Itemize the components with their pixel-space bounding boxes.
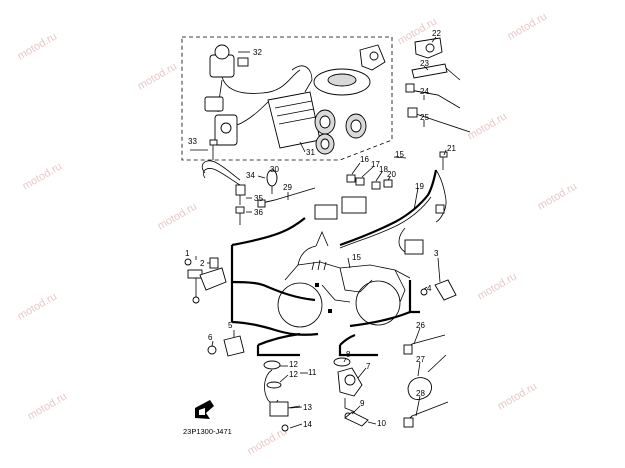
group-box-ignition-set [181, 36, 393, 161]
callout-34: 34 [246, 171, 255, 180]
immobilizer-part [313, 44, 386, 96]
callout-36: 36 [254, 208, 263, 217]
band-25-part [407, 107, 471, 133]
watermark: motod.ru [536, 180, 580, 212]
callout-14: 14 [303, 420, 312, 429]
clamp-22-part [414, 37, 443, 59]
lead-wire-34-part [201, 160, 278, 194]
callout-23: 23 [420, 59, 429, 68]
callout-17: 17 [371, 160, 380, 169]
callout-3: 3 [434, 249, 439, 258]
leader-lines [190, 36, 447, 429]
callout-24: 24 [420, 87, 429, 96]
callout-6: 6 [208, 333, 213, 342]
callout-8: 8 [346, 350, 351, 359]
bolt-36-part [235, 206, 245, 225]
watermark: motod.ru [476, 270, 520, 302]
harness-point [315, 283, 319, 287]
watermark: motod.ru [156, 200, 200, 232]
sensor-11-14-part [263, 360, 301, 432]
watermark: motod.ru [26, 390, 70, 422]
key-set-part [204, 96, 271, 146]
connector-parts [346, 174, 393, 190]
callout-18: 18 [379, 165, 388, 174]
callout-10: 10 [377, 419, 386, 428]
callout-22: 22 [432, 29, 441, 38]
callout-labels: 1 2 3 4 5 6 7 8 9 10 11 12 12 13 14 15 1… [185, 29, 456, 429]
callout-32: 32 [253, 48, 262, 57]
fuse-35-part [235, 184, 246, 205]
callout-35: 35 [254, 194, 263, 203]
callout-7: 7 [366, 362, 371, 371]
watermark: motod.ru [496, 380, 540, 412]
harness-point [328, 309, 332, 313]
watermark: motod.ru [16, 30, 60, 62]
callout-9: 9 [360, 399, 365, 408]
callout-21: 21 [447, 144, 456, 153]
diagram-code: 23P1300-J471 [183, 427, 232, 436]
watermark: motod.ru [506, 10, 550, 42]
bracket-lines [230, 217, 420, 357]
band-29-part [257, 187, 316, 208]
band-28-part [403, 401, 449, 428]
callout-5: 5 [228, 321, 233, 330]
callout-15a: 15 [395, 150, 404, 159]
main-switch-part [209, 44, 301, 113]
sensor-7-10-part [333, 357, 369, 427]
band-24-part [405, 83, 461, 109]
bolt-33-part [209, 139, 218, 160]
callout-29: 29 [283, 183, 292, 192]
callout-27: 27 [416, 355, 425, 364]
callout-1: 1 [185, 249, 190, 258]
sensor-3-4-part [420, 279, 457, 301]
band-27-part [407, 354, 447, 400]
callout-12b: 12 [289, 370, 298, 379]
callout-16: 16 [360, 155, 369, 164]
watermark: motod.ru [21, 160, 65, 192]
callout-12a: 12 [289, 360, 298, 369]
front-arrow-icon [195, 400, 214, 419]
bolt-21-part [439, 151, 448, 170]
band-23-part [411, 63, 461, 81]
watermark: motod.ru [136, 60, 180, 92]
motorcycle-outline-part [277, 230, 411, 328]
callout-4: 4 [427, 284, 432, 293]
sensor-5-part [207, 335, 245, 357]
ecu-part [267, 65, 321, 149]
key-cover-parts [314, 109, 367, 155]
callout-26: 26 [416, 321, 425, 330]
callout-30: 30 [270, 165, 279, 174]
watermark: motod.ru [466, 110, 510, 142]
callout-31: 31 [306, 148, 315, 157]
wire-harness-part [314, 169, 447, 255]
callout-15b: 15 [352, 253, 361, 262]
callout-2: 2 [200, 259, 205, 268]
callout-19: 19 [415, 182, 424, 191]
callout-11: 11 [308, 368, 317, 377]
callout-25: 25 [420, 113, 429, 122]
callout-28: 28 [416, 389, 425, 398]
watermark: motod.ru [16, 290, 60, 322]
callout-33: 33 [188, 137, 197, 146]
callout-13: 13 [303, 403, 312, 412]
callout-20: 20 [387, 170, 396, 179]
watermark-layer: motod.ru motod.ru motod.ru motod.ru moto… [16, 10, 580, 457]
band-26-part [403, 334, 446, 355]
ignition-coil-part [184, 257, 227, 304]
